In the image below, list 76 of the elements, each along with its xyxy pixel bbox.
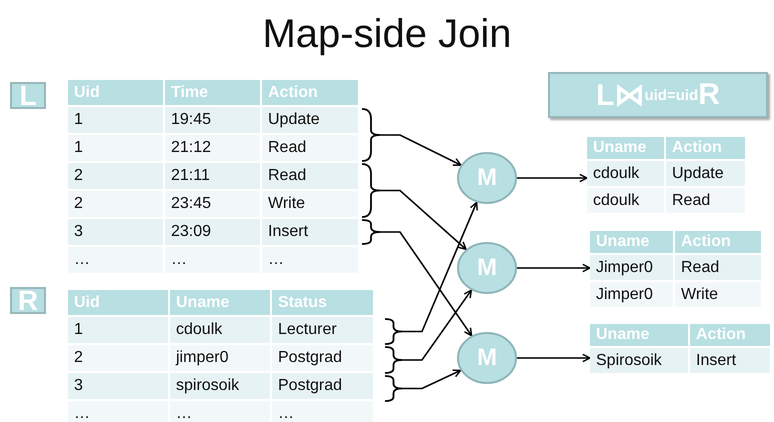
table-cell: 19:45 xyxy=(165,107,262,135)
table-cell: Spirosoik xyxy=(590,348,690,375)
column-header: Uname xyxy=(587,137,666,161)
table-cell: … xyxy=(165,247,262,275)
table-cell: Read xyxy=(666,188,747,215)
curly-brace xyxy=(385,375,402,402)
arrow xyxy=(517,264,591,272)
arrow xyxy=(517,174,588,182)
table-cell: Update xyxy=(262,107,360,135)
table-cell: Update xyxy=(666,161,747,188)
table-cell: 23:09 xyxy=(165,219,262,247)
relation-badge: R xyxy=(10,287,46,314)
arrow xyxy=(380,134,462,166)
table-cell: 1 xyxy=(68,135,165,163)
result-table xyxy=(590,324,772,375)
arrow xyxy=(380,231,472,336)
map-task-circle: M xyxy=(457,242,517,294)
table-cell: 21:11 xyxy=(165,163,262,191)
result-table xyxy=(590,231,763,309)
table-cell: … xyxy=(68,247,165,275)
arrow xyxy=(402,369,462,390)
arrow xyxy=(517,354,591,362)
table-cell: 1 xyxy=(68,317,170,345)
table-cell: 2 xyxy=(68,345,170,373)
table-cell: Write xyxy=(675,282,763,309)
table-cell: cdoulk xyxy=(587,161,666,188)
table-cell: Postgrad xyxy=(272,345,375,373)
table-cell: … xyxy=(170,401,272,422)
table-cell: spirosoik xyxy=(170,373,272,401)
table-cell: Insert xyxy=(262,219,360,247)
arrow xyxy=(402,202,478,332)
table-cell: Lecturer xyxy=(272,317,375,345)
curly-brace xyxy=(362,108,380,162)
column-header: Time xyxy=(165,80,262,107)
title: Map-side Join xyxy=(261,12,512,57)
table-cell: Read xyxy=(675,255,763,282)
result-table xyxy=(587,137,747,215)
table-cell: Postgrad xyxy=(272,373,375,401)
column-header: Uname xyxy=(590,231,675,255)
table-cell: jimper0 xyxy=(170,345,272,373)
column-header: Uname xyxy=(170,290,272,317)
column-header: Action xyxy=(666,137,747,161)
table-cell: Write xyxy=(262,191,360,219)
curly-brace xyxy=(385,346,402,374)
column-header: Uname xyxy=(590,324,690,348)
column-header: Action xyxy=(262,80,360,107)
arrow xyxy=(402,289,472,361)
table-cell: Jimper0 xyxy=(590,282,675,309)
map-task-circle: M xyxy=(457,332,517,384)
curly-brace xyxy=(362,219,380,245)
curly-brace xyxy=(385,318,402,345)
table-cell: … xyxy=(68,401,170,422)
arrow xyxy=(380,190,467,250)
column-header: Uid xyxy=(68,80,165,107)
map-task-circle: M xyxy=(457,152,517,204)
table-cell: 2 xyxy=(68,163,165,191)
curly-brace xyxy=(362,163,380,218)
table-cell: 1 xyxy=(68,107,165,135)
table-cell: … xyxy=(262,247,360,275)
table-cell: Jimper0 xyxy=(590,255,675,282)
table-cell: 23:45 xyxy=(165,191,262,219)
table-cell: 3 xyxy=(68,219,165,247)
table-cell: 3 xyxy=(68,373,170,401)
table-cell: … xyxy=(272,401,375,422)
table-cell: Read xyxy=(262,135,360,163)
relation-badge: L xyxy=(10,82,46,109)
table-cell: cdoulk xyxy=(170,317,272,345)
column-header: Status xyxy=(272,290,375,317)
table-cell: Insert xyxy=(690,348,772,375)
column-header: Uid xyxy=(68,290,170,317)
column-header: Action xyxy=(690,324,772,348)
table-cell: 21:12 xyxy=(165,135,262,163)
table-cell: cdoulk xyxy=(587,188,666,215)
table-cell: Read xyxy=(262,163,360,191)
column-header: Action xyxy=(675,231,763,255)
table-cell: 2 xyxy=(68,191,165,219)
